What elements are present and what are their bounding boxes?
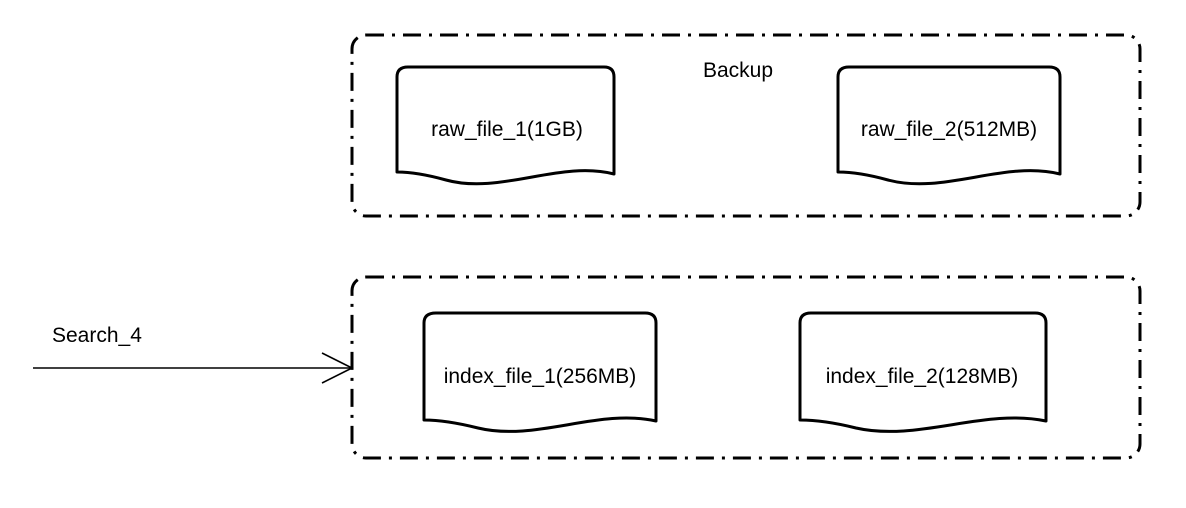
search-edge-arrowhead-icon <box>321 352 354 384</box>
search-edge[interactable]: Search_4 <box>33 324 354 384</box>
raw-file-2-label: raw_file_2(512MB) <box>861 118 1037 141</box>
backup-group[interactable]: Backup raw_file_1(1GB) raw_file_2(512MB) <box>350 33 1142 218</box>
raw-file-2-node[interactable]: raw_file_2(512MB) <box>836 65 1062 186</box>
index-file-2-label: index_file_2(128MB) <box>826 365 1019 388</box>
index-file-2-node[interactable]: index_file_2(128MB) <box>798 311 1048 433</box>
backup-group-border <box>350 33 1142 218</box>
raw-file-1-label: raw_file_1(1GB) <box>431 118 583 141</box>
raw-file-1-node[interactable]: raw_file_1(1GB) <box>395 65 616 186</box>
index-file-1-node[interactable]: index_file_1(256MB) <box>422 311 658 433</box>
raw-file-1-document-icon <box>395 65 616 186</box>
search-edge-label: Search_4 <box>52 324 142 347</box>
backup-group-title: Backup <box>703 59 773 82</box>
raw-file-2-document-icon <box>836 65 1062 186</box>
index-file-1-label: index_file_1(256MB) <box>444 365 637 388</box>
index-file-2-document-icon <box>798 311 1048 433</box>
index-group[interactable]: index_file_1(256MB) index_file_2(128MB) <box>350 275 1142 460</box>
index-file-1-document-icon <box>422 311 658 433</box>
